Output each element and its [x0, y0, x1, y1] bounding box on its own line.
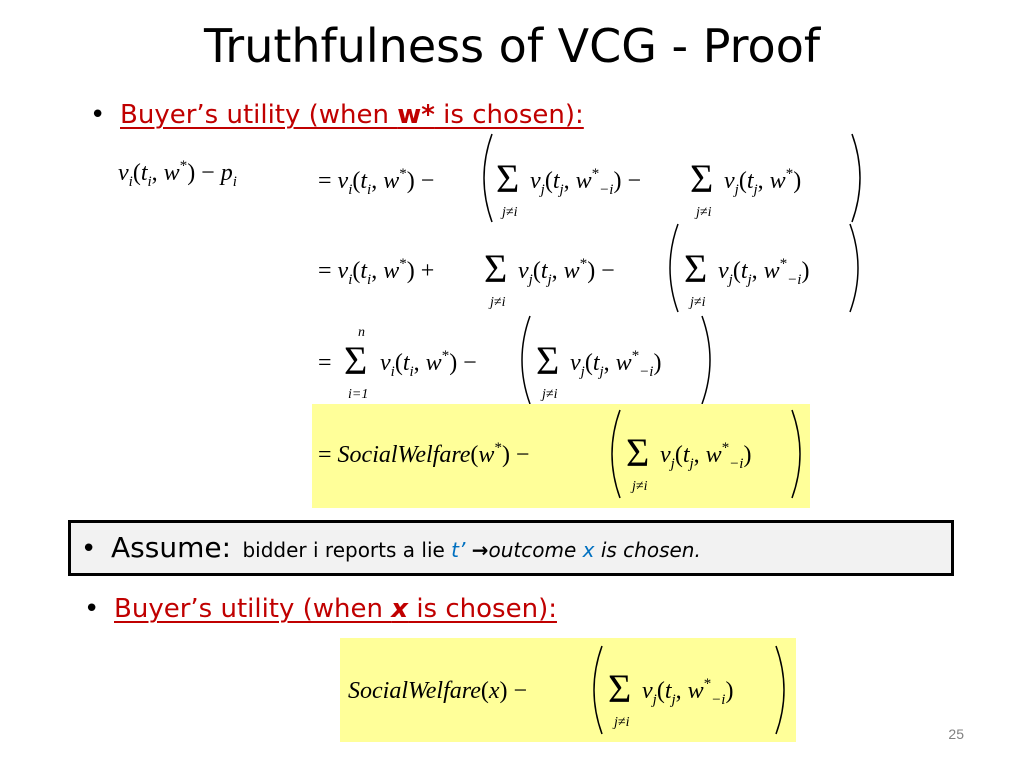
bullet-icon: • [90, 100, 106, 130]
bullet-text: Buyer’s utility (when x is chosen): [114, 594, 557, 624]
assume-text: bidder i reports a lie [242, 538, 445, 562]
svg-text:n: n [358, 325, 365, 340]
svg-text:vj(tj, w*−i): vj(tj, w*−i) [570, 348, 661, 380]
assume-var: x [582, 538, 595, 562]
equation-final: SocialWelfare(x) − Σ j≠i vj(tj, w*−i) [340, 638, 796, 742]
eq-line-4: = SocialWelfare(w*) − Σ j≠i vj(tj, w*−i) [312, 404, 810, 508]
svg-text:j≠i: j≠i [694, 205, 712, 220]
bullet-buyer-utility-w: • Buyer’s utility (when w* is chosen): [90, 98, 584, 132]
svg-text:= vi(ti, w*) −: = vi(ti, w*) − [318, 166, 434, 198]
eq-line-2: = vi(ti, w*) + Σ j≠i vj(tj, w*) − Σ j≠i … [318, 223, 859, 313]
svg-text:= vi(ti, w*) +: = vi(ti, w*) + [318, 256, 434, 288]
eq-line-1: = vi(ti, w*) − Σ j≠i vj(tj, w*−i) − Σ j≠… [318, 133, 861, 223]
page-number: 25 [948, 726, 964, 742]
svg-text:j≠i: j≠i [540, 387, 558, 402]
bullet-icon: • [84, 594, 100, 624]
slide-title: Truthfulness of VCG - Proof [203, 19, 821, 73]
svg-text:j≠i: j≠i [612, 715, 630, 730]
eq-line-3: = n Σ i=1 vi(ti, w*) − Σ j≠i vj(tj, w*−i… [318, 315, 711, 405]
svg-text:Σ: Σ [608, 666, 631, 711]
svg-text:j≠i: j≠i [500, 205, 518, 220]
svg-text:Σ: Σ [496, 156, 519, 201]
svg-text:vi(ti, w*) −: vi(ti, w*) − [380, 348, 477, 380]
svg-text:i=1: i=1 [348, 387, 368, 402]
svg-text:vj(tj, w*−i) −: vj(tj, w*−i) − [530, 166, 641, 198]
eq-lhs: vi(ti, w*) − pi [118, 158, 237, 190]
svg-text:Σ: Σ [690, 156, 713, 201]
svg-text:vj(tj, w*) −: vj(tj, w*) − [518, 256, 615, 288]
svg-text:=: = [318, 350, 332, 376]
assume-label: Assume: [111, 531, 232, 564]
svg-text:Σ: Σ [626, 430, 649, 475]
svg-text:Σ: Σ [536, 338, 559, 383]
svg-text:j≠i: j≠i [688, 295, 706, 310]
bullet-text: Buyer’s utility (when w* is chosen): [120, 100, 584, 130]
svg-text:Σ: Σ [344, 338, 367, 383]
svg-text:= SocialWelfare(w*) −: = SocialWelfare(w*) − [318, 440, 529, 468]
bullet-buyer-utility-x: • Buyer’s utility (when x is chosen): [84, 592, 557, 626]
svg-text:j≠i: j≠i [630, 479, 648, 494]
svg-text:Σ: Σ [484, 246, 507, 291]
svg-text:SocialWelfare(x) −: SocialWelfare(x) − [348, 678, 527, 704]
svg-text:vj(tj, w*): vj(tj, w*) [724, 166, 801, 198]
assume-box: •Assume: bidder i reports a lie t’ →outc… [68, 520, 954, 576]
svg-text:j≠i: j≠i [488, 295, 506, 310]
svg-text:Σ: Σ [684, 246, 707, 291]
equation-derivation: vi(ti, w*) − pi = vi(ti, w*) − Σ j≠i vj(… [118, 133, 861, 508]
arrow-icon: → [471, 538, 489, 562]
svg-text:vj(tj, w*−i): vj(tj, w*−i) [718, 256, 809, 288]
bullet-icon: • [81, 534, 97, 564]
assume-lie: t’ [451, 538, 466, 562]
